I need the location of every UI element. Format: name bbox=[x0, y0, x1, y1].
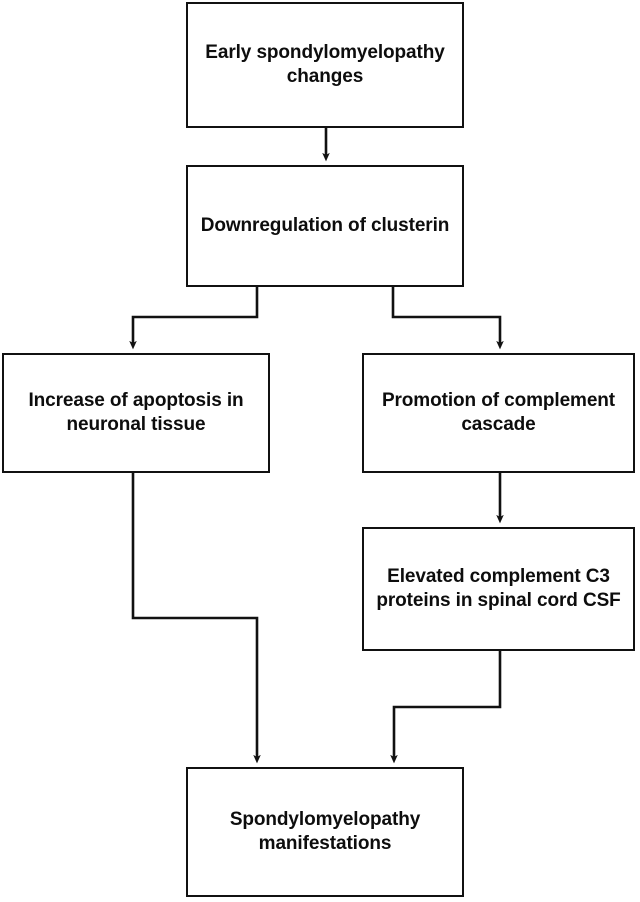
node-increase-of-apoptosis-in-neuronal-tissue: Increase of apoptosis in neuronal tissue bbox=[2, 353, 270, 473]
edge-downregulation-to-apoptosis bbox=[129, 287, 259, 350]
node-label-early-changes: Early spondylomyelopathy changes bbox=[205, 42, 445, 87]
node-promotion-of-complement-cascade: Promotion of complement cascade bbox=[362, 353, 635, 473]
node-label-manifestations: Spondylomyelopathy manifestations bbox=[229, 809, 421, 854]
node-elevated-complement-c3-proteins: Elevated complement C3 proteins in spina… bbox=[362, 527, 635, 651]
edge-apoptosis-to-manifestations bbox=[131, 473, 261, 764]
edge-downregulation-to-complement bbox=[391, 287, 504, 350]
node-early-spondylomyelopathy-changes: Early spondylomyelopathy changes bbox=[186, 2, 464, 128]
node-label-downregulation-clusterin: Downregulation of clusterin bbox=[200, 215, 450, 237]
node-downregulation-of-clusterin: Downregulation of clusterin bbox=[186, 165, 464, 287]
edge-c3-to-manifestations bbox=[390, 651, 502, 764]
node-label-promotion-complement: Promotion of complement cascade bbox=[381, 390, 616, 435]
node-label-elevated-c3: Elevated complement C3 proteins in spina… bbox=[376, 566, 621, 611]
node-label-increase-apoptosis: Increase of apoptosis in neuronal tissue bbox=[28, 390, 244, 435]
node-spondylomyelopathy-manifestations: Spondylomyelopathy manifestations bbox=[186, 767, 464, 897]
